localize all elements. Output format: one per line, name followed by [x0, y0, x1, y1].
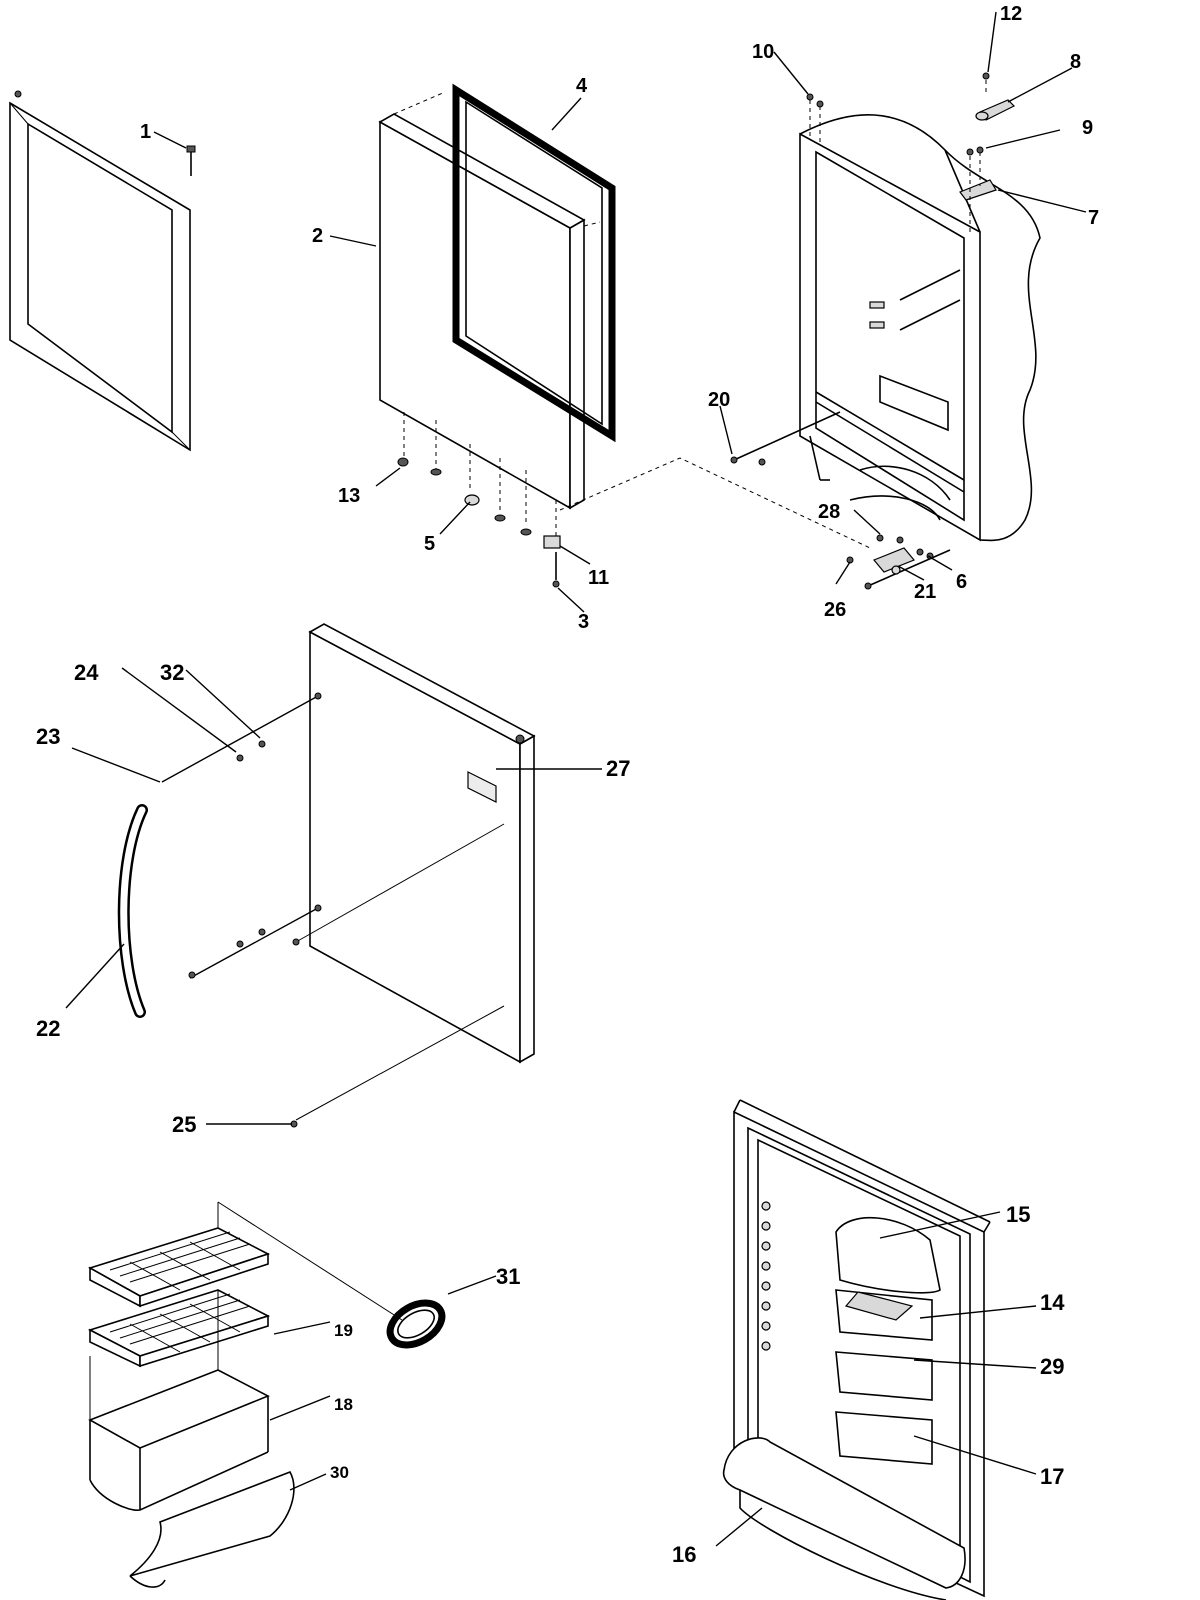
part-handle	[117, 692, 505, 1128]
part-door-hardware	[397, 412, 561, 588]
part-drawer-front	[308, 623, 536, 1064]
callout-10: 10	[752, 41, 774, 63]
callout-7: 7	[1088, 207, 1099, 229]
part-cabinet	[799, 114, 1041, 542]
callout-24: 24	[74, 660, 99, 685]
part-door-frame	[9, 90, 191, 452]
callout-13: 13	[338, 485, 360, 507]
callout-21: 21	[914, 581, 936, 603]
callout-32: 32	[160, 660, 184, 685]
leader-lines	[65, 11, 1087, 1547]
callout-6: 6	[956, 571, 967, 593]
door-bin-dots	[761, 1201, 771, 1351]
callout-8: 8	[1070, 51, 1081, 73]
callout-15: 15	[1006, 1202, 1030, 1227]
callout-5: 5	[424, 533, 435, 555]
part-top-hinge	[806, 72, 1016, 232]
callout-11: 11	[588, 567, 609, 589]
callout-14: 14	[1040, 1290, 1065, 1315]
part-ring	[386, 1299, 446, 1349]
callout-16: 16	[672, 1542, 696, 1567]
callout-28: 28	[818, 501, 840, 523]
callout-labels: 1 2 3 4 5 6 7 8 9 10 11 12 13 14 15 16 1…	[36, 3, 1099, 1567]
callout-4: 4	[576, 75, 588, 97]
part-door-panel	[378, 91, 601, 510]
callout-18: 18	[334, 1395, 353, 1414]
callout-31: 31	[496, 1264, 520, 1289]
callout-2: 2	[312, 225, 323, 247]
callout-27: 27	[606, 756, 630, 781]
callout-25: 25	[172, 1112, 196, 1137]
callout-26: 26	[824, 599, 846, 621]
callout-12: 12	[1000, 3, 1022, 25]
callout-1: 1	[140, 121, 151, 143]
callout-23: 23	[36, 724, 60, 749]
part-screw-1	[186, 145, 196, 176]
part-door-gasket	[452, 83, 616, 443]
callout-19: 19	[334, 1321, 353, 1340]
part-bottom-hinge	[730, 411, 951, 590]
part-fridge-door	[722, 1099, 991, 1600]
callout-9: 9	[1082, 117, 1093, 139]
hinge-link-lines	[559, 457, 871, 549]
callout-17: 17	[1040, 1464, 1064, 1489]
callout-30: 30	[330, 1463, 349, 1482]
callout-29: 29	[1040, 1354, 1064, 1379]
callout-3: 3	[578, 611, 589, 633]
part-ice-trays	[87, 1201, 403, 1588]
callout-20: 20	[708, 389, 730, 411]
callout-22: 22	[36, 1016, 60, 1041]
